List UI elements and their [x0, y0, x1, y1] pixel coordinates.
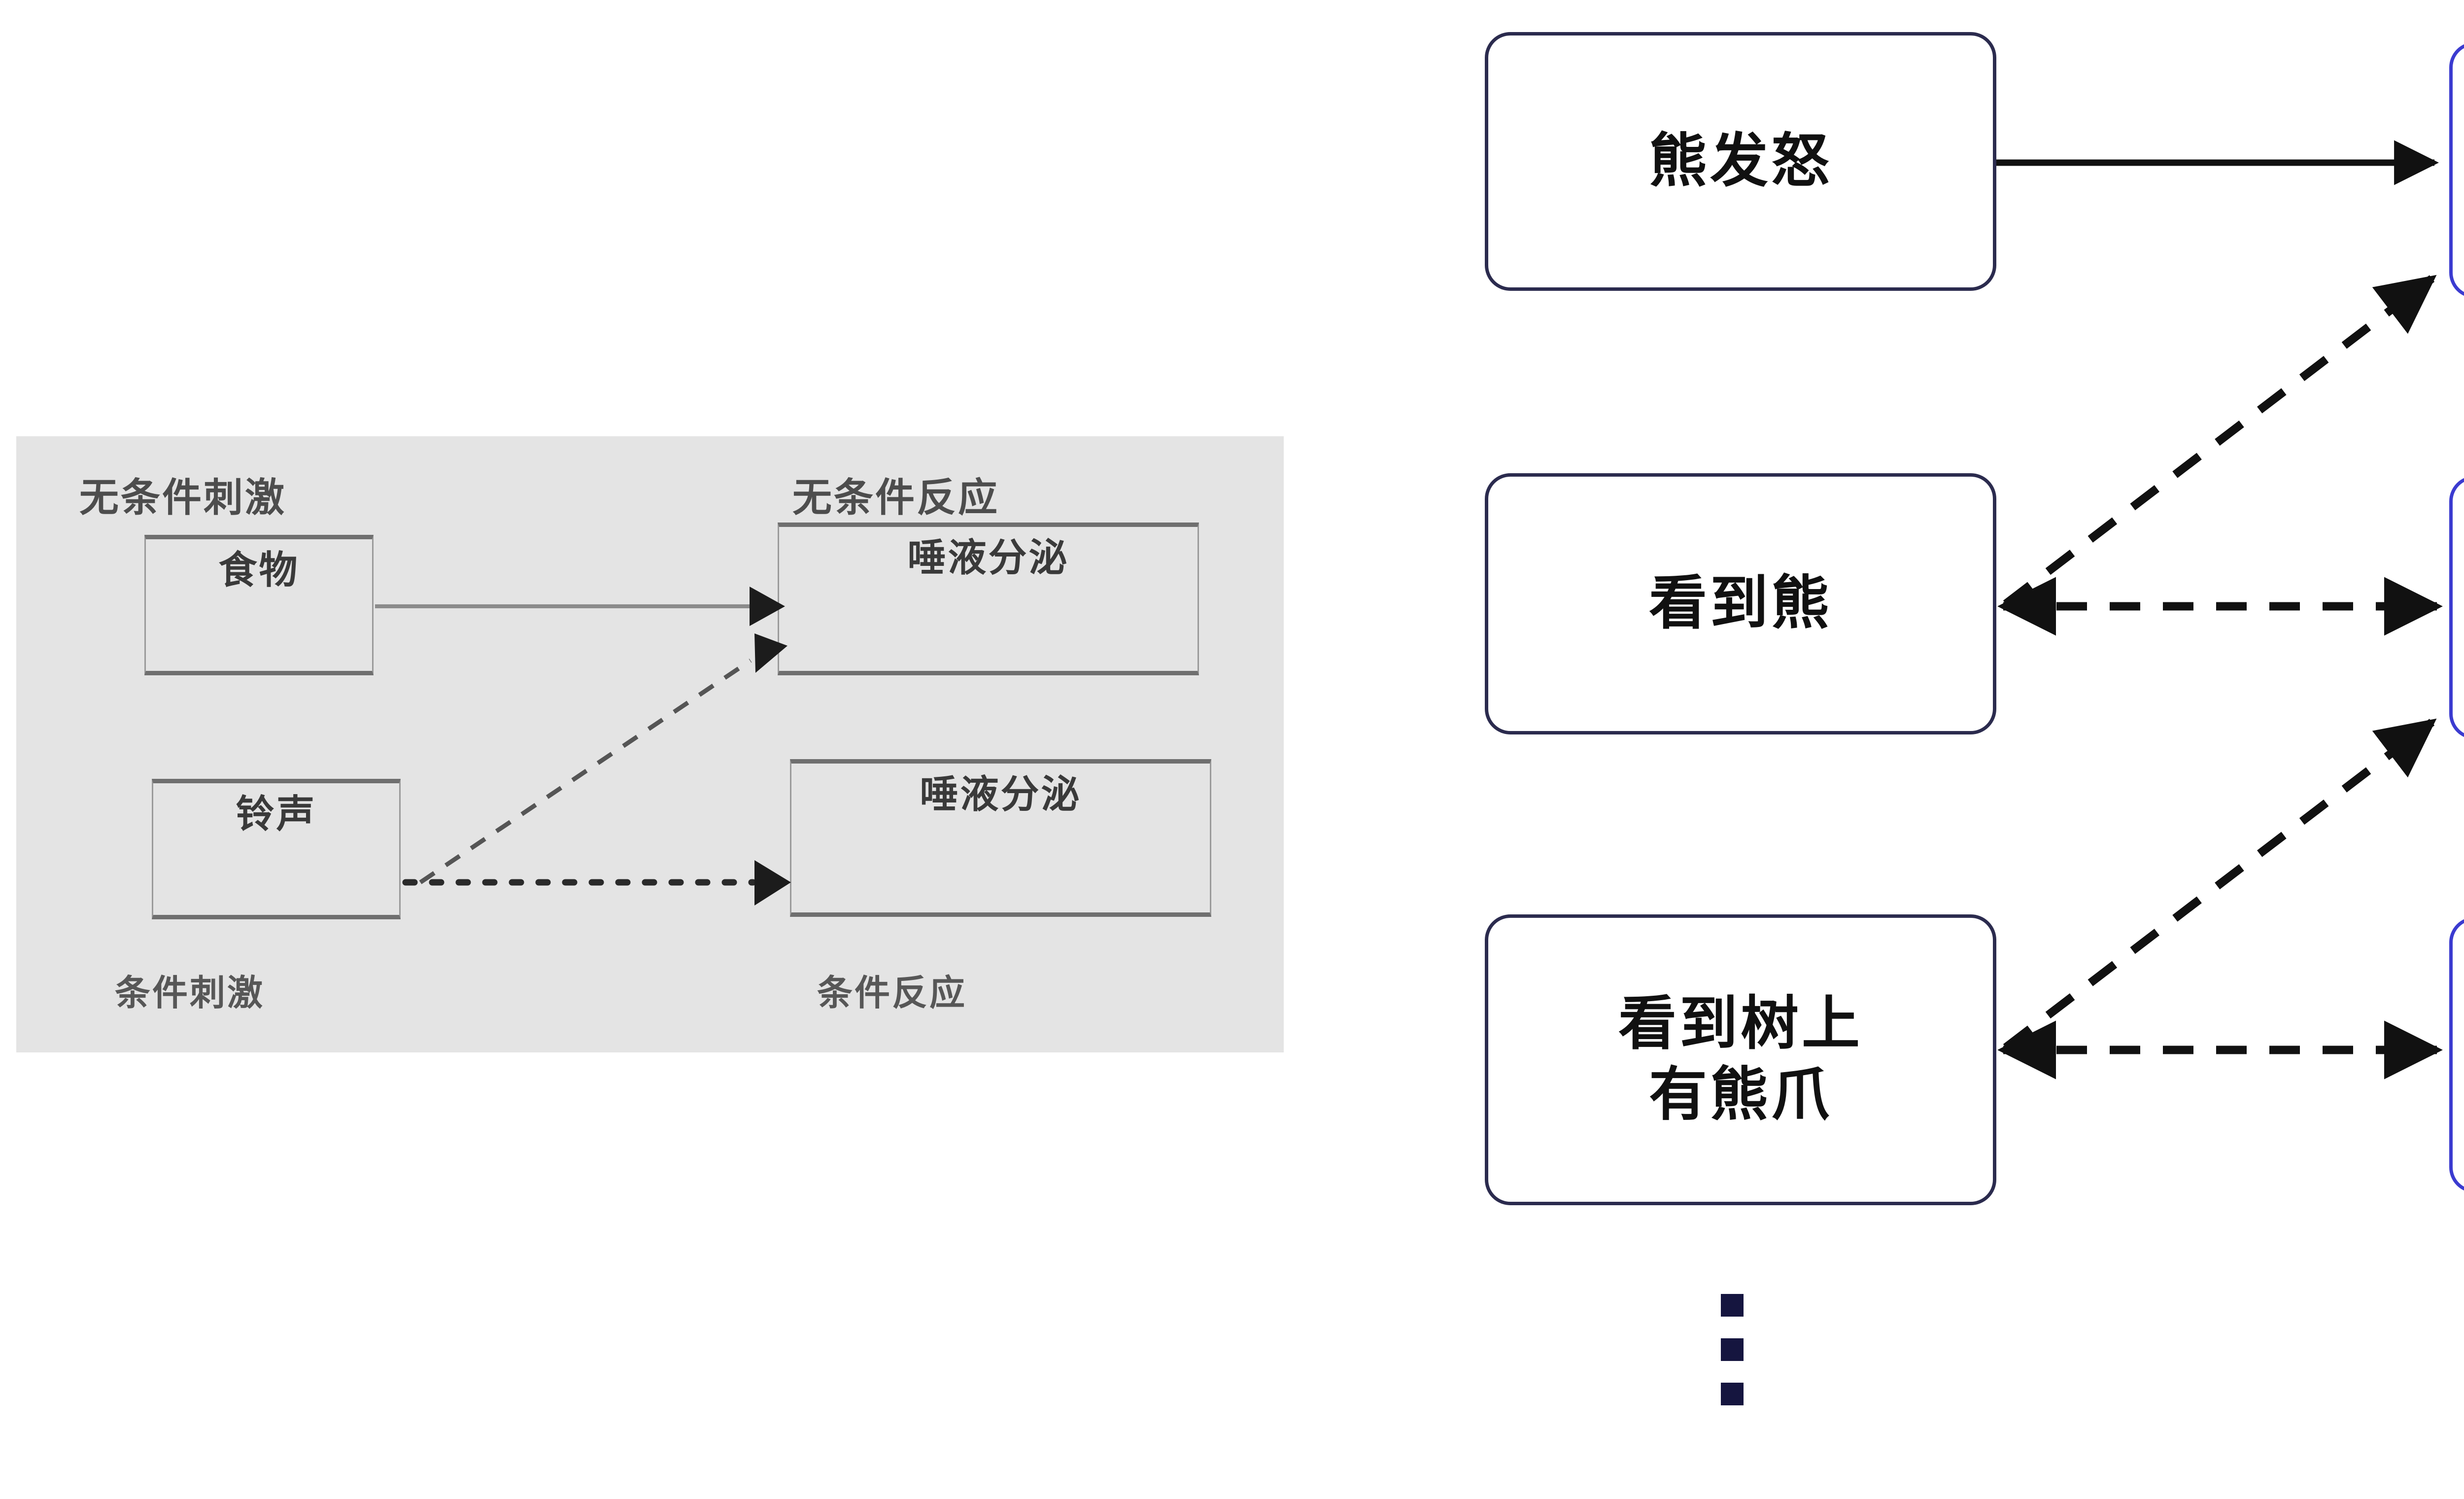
- rl-value-diagram: 熊发怒 看到熊 看到树上 有熊爪 奖励 V(s′) V(s): [1469, 0, 2464, 1499]
- ellipsis-dot: [1721, 1294, 1744, 1317]
- ellipsis-dot: [1721, 1383, 1744, 1405]
- arrow-bell-to-unconditioned-salivation: [419, 633, 787, 884]
- box-bell: 铃声: [152, 779, 401, 919]
- box-reward[interactable]: 奖励: [2449, 42, 2464, 298]
- box-food-label: 食物: [218, 548, 300, 592]
- classical-arrows-layer: [375, 587, 791, 906]
- ellipsis-dot: [1721, 1338, 1744, 1361]
- unconditioned-stimulus-header: 无条件刺激: [79, 476, 286, 520]
- rl-arrows-layer: [1996, 140, 2443, 1080]
- classical-conditioning-panel: 无条件刺激 无条件反应 食物 铃声 唾液分泌 唾液分泌 条件刺激 条件反应: [16, 436, 1284, 1052]
- box-bear-angry[interactable]: 熊发怒: [1485, 32, 1996, 291]
- conditioned-stimulus-footer: 条件刺激: [115, 974, 265, 1013]
- box-salivation-unconditioned-label: 唾液分泌: [907, 536, 1069, 579]
- box-salivation-conditioned-label: 唾液分泌: [920, 772, 1082, 816]
- box-see-bear-label: 看到熊: [1648, 571, 1832, 636]
- box-see-bear[interactable]: 看到熊: [1485, 473, 1996, 734]
- conditioned-response-footer: 条件反应: [817, 974, 967, 1013]
- ellipsis-left-column: [1721, 1294, 1744, 1405]
- box-see-claw[interactable]: 看到树上 有熊爪: [1485, 914, 1996, 1205]
- box-see-claw-label: 看到树上 有熊爪: [1618, 991, 1863, 1127]
- unconditioned-response-header: 无条件反应: [792, 476, 999, 520]
- box-v-s[interactable]: V(s): [2449, 917, 2464, 1193]
- box-v-s-prime[interactable]: V(s′): [2449, 476, 2464, 739]
- arrow-see-claw-to-v-s-prime: [2003, 718, 2437, 1051]
- arrow-bell-to-conditioned-salivation: [402, 860, 791, 906]
- box-bell-label: 铃声: [236, 792, 317, 836]
- arrow-food-to-salivation: [375, 587, 785, 626]
- arrow-see-bear-to-reward: [2003, 275, 2437, 607]
- box-bear-angry-label: 熊发怒: [1648, 128, 1832, 194]
- box-salivation-unconditioned: 唾液分泌: [778, 523, 1199, 675]
- box-salivation-conditioned: 唾液分泌: [790, 759, 1211, 917]
- box-food: 食物: [144, 535, 374, 675]
